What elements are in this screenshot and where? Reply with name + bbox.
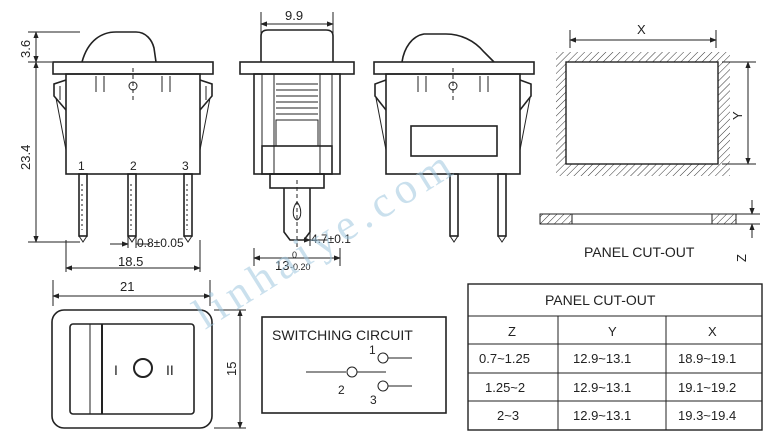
height-top-dim: 3.6 xyxy=(18,40,33,58)
pin-width-dim: 4.7±0.1 xyxy=(311,232,351,246)
pin-1-label: 1 xyxy=(78,159,85,173)
cutout-caption: PANEL CUT-OUT xyxy=(584,244,695,260)
table-cell: 12.9~13.1 xyxy=(573,408,631,423)
table-header-y: Y xyxy=(608,324,617,339)
switching-circuit-title: SWITCHING CIRCUIT xyxy=(272,327,413,343)
cutout-x-label: X xyxy=(637,22,646,37)
table-cell: 12.9~13.1 xyxy=(573,380,631,395)
top-width-dim: 9.9 xyxy=(285,8,303,23)
table-cell: 0.7~1.25 xyxy=(479,351,530,366)
front-view: I II 15 xyxy=(51,309,246,429)
pitch-dim: 18.5 xyxy=(118,254,143,269)
watermark: linhaiye.com xyxy=(184,138,465,339)
tolerance-lower: -0.20 xyxy=(290,262,311,272)
front-height-dim: 15 xyxy=(224,362,239,376)
table-cell: 19.1~19.2 xyxy=(678,380,736,395)
cutout-table: PANEL CUT-OUT Z Y X 0.7~1.25 12.9~13.1 1… xyxy=(467,283,763,431)
cutout-z-label: Z xyxy=(734,254,749,262)
circuit-pin-1: 1 xyxy=(369,343,376,357)
pin-2-label: 2 xyxy=(130,159,137,173)
end-view: 9.9 4.7±0.1 13 0 -0.20 xyxy=(239,8,355,273)
table-title: PANEL CUT-OUT xyxy=(545,292,656,308)
pin-3-label: 3 xyxy=(182,159,189,173)
off-symbol: I xyxy=(114,362,118,378)
circuit-pin-3: 3 xyxy=(370,393,377,407)
side-view-right xyxy=(373,33,535,243)
table-cell: 18.9~19.1 xyxy=(678,351,736,366)
panel-cutout-drawing: X Y Z PANEL CUT-OUT xyxy=(539,22,760,262)
switching-circuit: SWITCHING CIRCUIT 1 2 3 xyxy=(261,316,447,414)
tolerance-upper: 0 xyxy=(292,250,297,260)
circuit-pin-2: 2 xyxy=(338,383,345,397)
table-cell: 12.9~13.1 xyxy=(573,351,631,366)
pin-thickness-dim: 0.8±0.05 xyxy=(137,236,184,250)
cutout-y-label: Y xyxy=(730,111,745,120)
side-width-dim: 13 xyxy=(275,258,289,273)
on-symbol: II xyxy=(166,362,174,378)
table-header-x: X xyxy=(708,324,717,339)
table-header-z: Z xyxy=(508,324,516,339)
front-width-dim: 21 xyxy=(120,279,134,294)
table-cell: 1.25~2 xyxy=(485,380,525,395)
table-cell: 19.3~19.4 xyxy=(678,408,736,423)
side-view-left: 1 2 3 3.6 23.4 0.8±0.05 18.5 21 xyxy=(18,31,214,306)
height-body-dim: 23.4 xyxy=(18,145,33,170)
table-cell: 2~3 xyxy=(497,408,519,423)
